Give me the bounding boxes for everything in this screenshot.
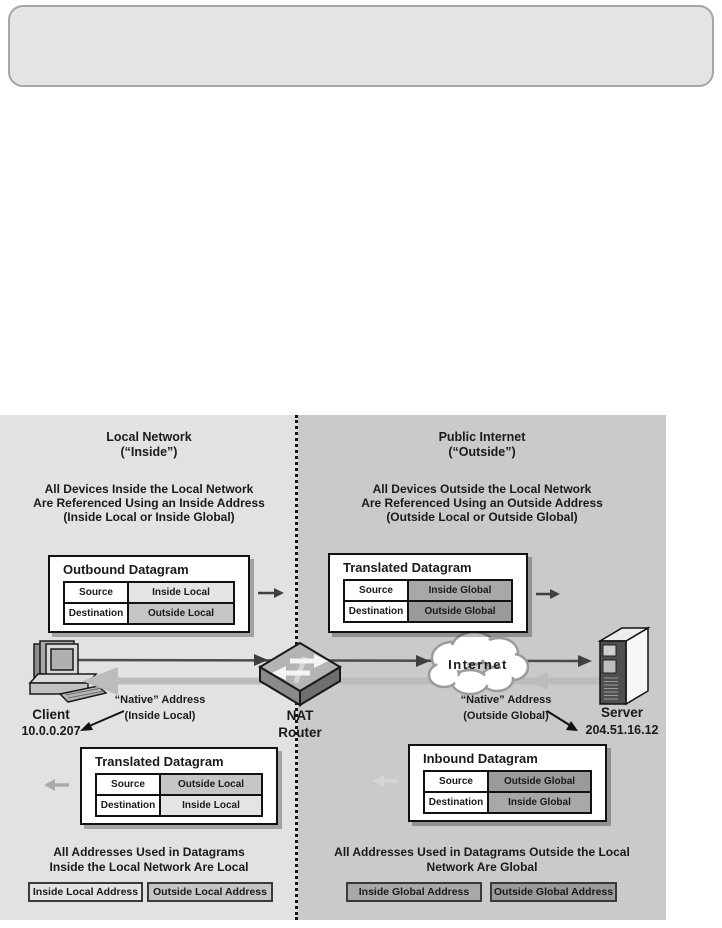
row-value: Inside Global [489, 793, 590, 812]
datagram-table: Source Inside Local Destination Outside … [63, 581, 235, 625]
server-label: Server [600, 705, 644, 720]
server-native-annotation: “Native” Address (Outside Global) [460, 694, 552, 722]
server-address: 204.51.16.12 [585, 723, 659, 737]
callout-box [8, 5, 714, 87]
table-row: Source Inside Global [345, 581, 511, 600]
legend-inside-global-address: Inside Global Address [346, 882, 482, 902]
table-row: Destination Outside Local [65, 602, 233, 623]
desktop-computer-icon [28, 640, 108, 703]
row-label: Destination [97, 796, 161, 815]
right-panel-title: Public Internet (“Outside”) [438, 430, 526, 459]
left-panel-description: All Devices Inside the Local Network Are… [33, 482, 265, 524]
row-label: Source [345, 581, 409, 600]
translated-outbound-datagram-box: Translated Datagram Source Inside Global… [328, 553, 528, 633]
client-native-annotation-arrow [80, 710, 125, 731]
server-tower-icon [597, 626, 651, 706]
client-native-annotation: “Native” Address (Inside Local) [114, 694, 206, 722]
row-label: Source [425, 772, 489, 791]
nat-terminology-diagram: Local Network (“Inside”) Public Internet… [0, 415, 666, 920]
legend-outside-local-address: Outside Local Address [147, 882, 273, 902]
left-panel-footer: All Addresses Used in Datagrams Inside t… [49, 845, 249, 874]
datagram-box-title: Outbound Datagram [63, 562, 189, 577]
server-native-annotation-arrow [546, 710, 578, 731]
datagram-box-title: Translated Datagram [343, 560, 472, 575]
right-panel-description: All Devices Outside the Local Network Ar… [361, 482, 603, 524]
row-value: Inside Local [129, 583, 233, 602]
table-row: Source Inside Local [65, 583, 233, 602]
row-value: Outside Global [409, 602, 511, 621]
diagram-artwork [28, 588, 651, 791]
translated-out-box-arrow [536, 589, 560, 599]
row-value: Outside Global [489, 772, 590, 791]
row-label: Destination [65, 604, 129, 623]
datagram-table: Source Outside Global Destination Inside… [423, 770, 592, 814]
row-label: Source [97, 775, 161, 794]
outbound-datagram-box: Outbound Datagram Source Inside Local De… [48, 555, 250, 633]
client-address: 10.0.0.207 [21, 724, 81, 738]
row-label: Source [65, 583, 129, 602]
nat-router-icon [258, 641, 342, 707]
row-value: Inside Local [161, 796, 261, 815]
legend-inside-local-address: Inside Local Address [28, 882, 143, 902]
outbound-box-arrow [258, 588, 284, 598]
datagram-box-title: Inbound Datagram [423, 751, 538, 766]
row-label: Destination [345, 602, 409, 621]
left-panel-title: Local Network (“Inside”) [106, 430, 192, 459]
client-label: Client [32, 707, 70, 722]
row-value: Inside Global [409, 581, 511, 600]
table-row: Source Outside Local [97, 775, 261, 794]
datagram-table: Source Outside Local Destination Inside … [95, 773, 263, 817]
row-value: Outside Local [161, 775, 261, 794]
legend-outside-global-address: Outside Global Address [490, 882, 617, 902]
translated-in-box-arrow [44, 779, 69, 791]
internet-label: Internet [448, 657, 508, 672]
row-label: Destination [425, 793, 489, 812]
right-panel-footer: All Addresses Used in Datagrams Outside … [334, 845, 630, 874]
return-arrowheads [82, 667, 548, 695]
internet-cloud-icon [427, 630, 530, 696]
forward-arrowheads [254, 654, 592, 667]
table-row: Destination Outside Global [345, 600, 511, 621]
nat-router-label: NAT Router [278, 708, 322, 740]
inbound-datagram-box: Inbound Datagram Source Outside Global D… [408, 744, 607, 822]
table-row: Destination Inside Local [97, 794, 261, 815]
table-row: Source Outside Global [425, 772, 590, 791]
datagram-box-title: Translated Datagram [95, 754, 224, 769]
table-row: Destination Inside Global [425, 791, 590, 812]
inbound-box-arrow [373, 775, 398, 787]
datagram-table: Source Inside Global Destination Outside… [343, 579, 513, 623]
row-value: Outside Local [129, 604, 233, 623]
translated-inbound-datagram-box: Translated Datagram Source Outside Local… [80, 747, 278, 825]
